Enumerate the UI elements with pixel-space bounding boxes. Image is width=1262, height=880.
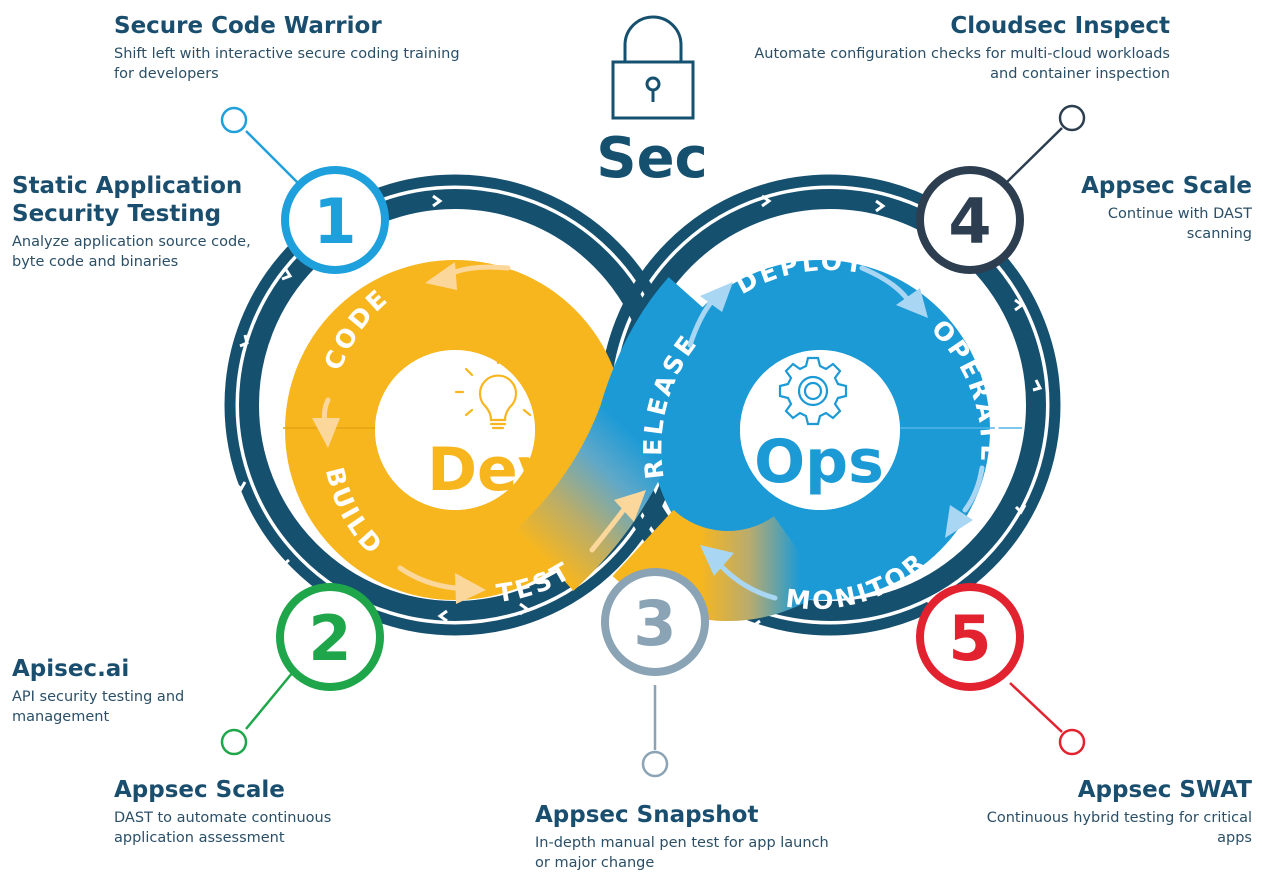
annotation-cloudsec-inspect: Cloudsec Inspect Automate configuration … [740, 12, 1170, 84]
release-crossover [516, 277, 732, 591]
annotation-appsec-scale-left: Appsec Scale DAST to automate continuous… [114, 776, 394, 848]
annotation-title: Cloudsec Inspect [950, 13, 1170, 39]
flow-arrows [312, 262, 985, 604]
svg-text:2: 2 [308, 602, 351, 675]
annotation-desc: DAST to automate continuous application … [114, 810, 332, 846]
marker-5: 5 [916, 583, 1024, 691]
ring-chevrons [234, 194, 1043, 633]
svg-text:1: 1 [313, 185, 356, 258]
annotation-apisec: Apisec.ai API security testing and manag… [12, 655, 187, 727]
annotation-desc: Continuous hybrid testing for critical a… [986, 810, 1252, 846]
dev-label: Dev [427, 435, 557, 505]
svg-text:3: 3 [633, 587, 676, 660]
annotation-title: Appsec Scale [114, 777, 285, 803]
annotation-desc: Analyze application source code, byte co… [12, 234, 251, 270]
lightbulb-icon [454, 353, 542, 430]
annotation-desc: In-depth manual pen test for app launch … [535, 835, 829, 871]
leader-lines [220, 104, 1086, 778]
ops-ring [650, 260, 990, 600]
annotation-desc: Continue with DAST scanning [1107, 206, 1252, 242]
annotation-secure-code-warrior: Secure Code Warrior Shift left with inte… [114, 12, 474, 84]
annotation-desc: API security testing and management [12, 689, 185, 725]
marker-1: 1 [281, 166, 389, 274]
svg-text:4: 4 [948, 185, 991, 258]
svg-text:5: 5 [948, 602, 991, 675]
annotation-appsec-snapshot: Appsec Snapshot In-depth manual pen test… [535, 801, 835, 873]
annotation-title: Apisec.ai [12, 656, 130, 682]
monitor-crossover [612, 508, 827, 621]
annotation-title: Appsec Scale [1081, 173, 1252, 199]
annotation-sast: Static Application Security Testing Anal… [12, 172, 272, 272]
annotation-desc: Automate configuration checks for multi-… [754, 46, 1170, 82]
annotation-title: Appsec SWAT [1077, 777, 1252, 803]
marker-4: 4 [916, 166, 1024, 274]
annotation-title: Secure Code Warrior [114, 13, 382, 39]
annotation-title: Appsec Snapshot [535, 802, 759, 828]
sec-label: Sec [596, 126, 708, 191]
ops-label: Ops [754, 427, 884, 497]
annotation-appsec-swat: Appsec SWAT Continuous hybrid testing fo… [985, 776, 1252, 848]
annotation-appsec-scale-right: Appsec Scale Continue with DAST scanning [1040, 172, 1252, 244]
padlock-icon [611, 15, 695, 120]
marker-3: 3 [601, 568, 709, 676]
marker-2: 2 [276, 583, 384, 691]
gear-icon [778, 356, 848, 426]
annotation-title: Static Application Security Testing [12, 173, 243, 227]
annotation-desc: Shift left with interactive secure codin… [114, 46, 460, 82]
